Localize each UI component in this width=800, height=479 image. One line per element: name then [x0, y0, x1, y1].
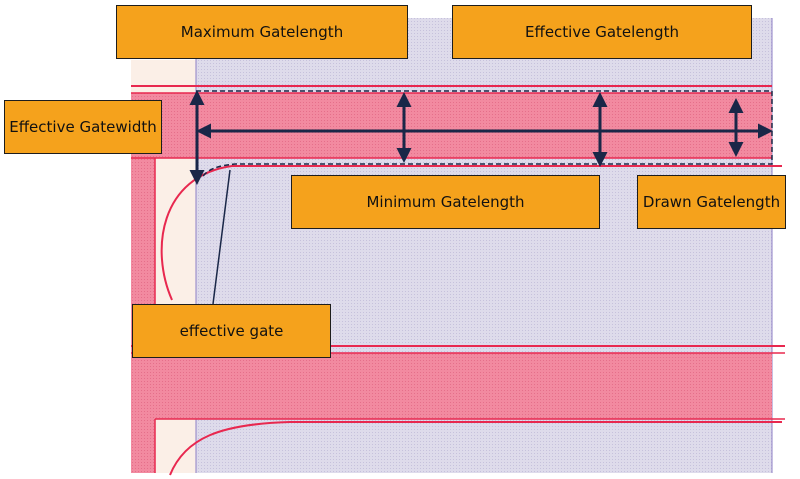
label-drawn-gatelength: Drawn Gatelength [637, 175, 786, 229]
effective-gate-leader [212, 169, 231, 305]
label-effective-gatelength: Effective Gatelength [452, 5, 752, 59]
effective-gate-curve-upper [160, 165, 782, 301]
poly-lower-band [131, 353, 772, 419]
label-minimum-gatelength: Minimum Gatelength [291, 175, 600, 229]
poly-top-gate [131, 93, 772, 158]
label-maximum-gatelength: Maximum Gatelength [116, 5, 408, 59]
label-effective-gatewidth: Effective Gatewidth [4, 100, 162, 154]
label-effective-gate: effective gate [132, 304, 331, 358]
effective-gate-curve-lower [169, 421, 782, 476]
